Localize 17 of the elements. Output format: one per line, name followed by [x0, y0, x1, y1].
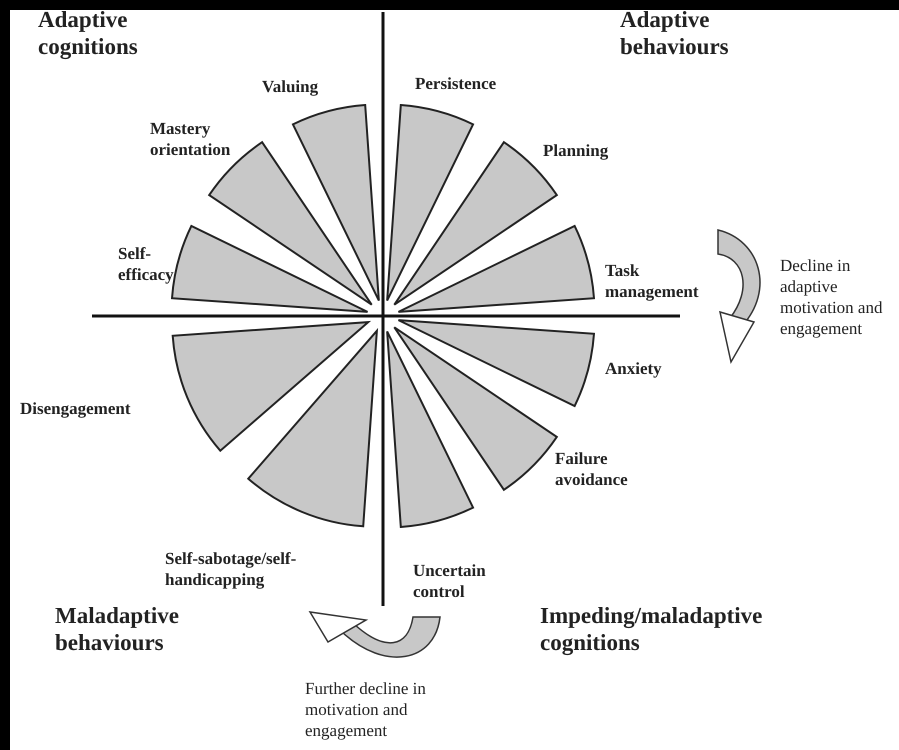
segment-label: Persistence	[415, 74, 496, 93]
segment-label: Planning	[543, 141, 608, 160]
quadrant-heading: Adaptive behaviours	[620, 6, 730, 60]
segment-label: Failure avoidance	[555, 449, 628, 489]
segment-label: Self-sabotage/self-handicapping	[165, 549, 296, 589]
arrow-caption: Further decline in motivation and engagement	[305, 678, 427, 741]
segment-label: Valuing	[262, 77, 318, 96]
segment-label: Self-efficacy	[118, 244, 174, 284]
segment-label: Anxiety	[605, 359, 662, 378]
segment-label: Task management	[605, 261, 698, 301]
quadrant-heading: Maladaptive behaviours	[55, 602, 180, 656]
quadrant-heading: Impeding/maladaptive cognitions	[540, 602, 764, 656]
segment-label: Disengagement	[20, 399, 130, 418]
arrow-caption: Decline in adaptive motivation and engagement	[780, 255, 884, 339]
quadrant-heading: Adaptive cognitions	[38, 6, 139, 60]
segment-label: Mastery orientation	[150, 119, 230, 159]
segment-label: Uncertain control	[413, 561, 486, 601]
